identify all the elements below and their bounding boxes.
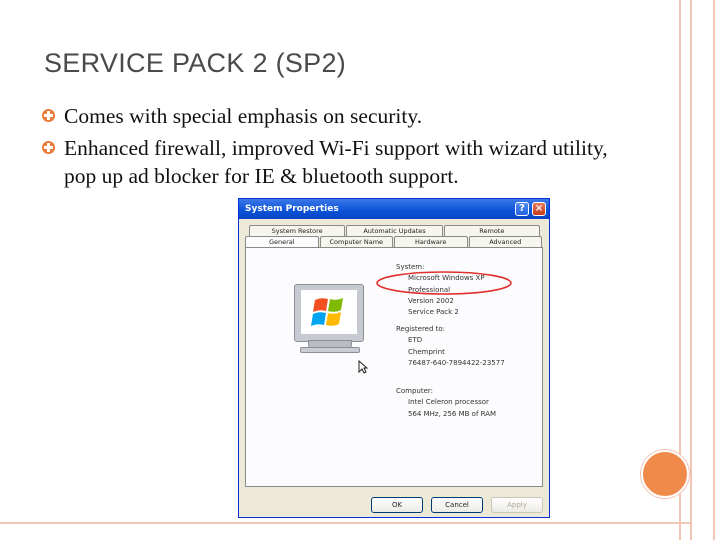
tab-system-restore[interactable]: System Restore: [249, 225, 346, 237]
service-pack: Service Pack 2: [408, 308, 459, 317]
tab-hardware[interactable]: Hardware: [394, 236, 468, 248]
memory: 564 MHz, 256 MB of RAM: [408, 409, 497, 418]
registered-section: Registered to: ETD Chemprint 76487-640-7…: [396, 324, 505, 369]
product-id: 76487-640-7894422-23577: [408, 358, 505, 367]
bullet-icon: [42, 109, 55, 122]
bullet-text: Enhanced firewall, improved Wi-Fi suppor…: [64, 136, 608, 188]
windows-logo-icon: [311, 298, 343, 326]
os-edition: Professional: [408, 285, 451, 294]
registered-org: Chemprint: [408, 347, 445, 356]
help-icon: ?: [519, 203, 525, 214]
registered-label: Registered to:: [396, 325, 446, 333]
ok-button[interactable]: OK: [371, 497, 423, 513]
general-tab-panel: System: Microsoft Windows XP Professiona…: [245, 247, 543, 487]
bullet-item: Comes with special emphasis on security.: [42, 102, 642, 130]
mouse-cursor-icon: [358, 359, 369, 377]
decorative-circle: [641, 450, 689, 498]
system-label: System:: [396, 263, 425, 271]
tab-row-upper: System Restore Automatic Updates Remote: [249, 225, 541, 237]
slide-frame-line: [713, 0, 715, 540]
dialog-titlebar[interactable]: System Properties ? ×: [239, 199, 549, 219]
monitor-icon: [294, 284, 364, 342]
highlight-ellipse-shape: [376, 271, 512, 295]
tab-general[interactable]: General: [245, 236, 319, 248]
slide-frame-line: [0, 522, 690, 524]
bullet-item: Enhanced firewall, improved Wi-Fi suppor…: [42, 134, 642, 190]
tab-remote[interactable]: Remote: [443, 225, 540, 237]
monitor-foot: [300, 347, 360, 353]
tab-automatic-updates[interactable]: Automatic Updates: [346, 225, 443, 237]
bullet-icon: [42, 141, 55, 154]
processor: Intel Celeron processor: [408, 398, 489, 407]
bullet-text: Comes with special emphasis on security.: [64, 104, 423, 128]
help-button[interactable]: ?: [515, 202, 529, 216]
computer-section: Computer: Intel Celeron processor 564 MH…: [396, 386, 496, 420]
tab-row-lower: General Computer Name Hardware Advanced: [245, 236, 543, 248]
dialog-title: System Properties: [245, 204, 339, 214]
apply-button[interactable]: Apply: [491, 497, 543, 513]
slide-frame-line: [690, 0, 692, 540]
slide-frame-line: [679, 0, 681, 540]
system-properties-dialog: System Properties ? × System Restore Aut…: [238, 198, 550, 518]
registered-user: ETD: [408, 336, 423, 345]
highlight-ellipse: [376, 271, 512, 295]
cancel-button[interactable]: Cancel: [431, 497, 483, 513]
bullet-list: Comes with special emphasis on security.…: [42, 102, 642, 194]
close-icon: ×: [534, 203, 544, 214]
computer-label: Computer:: [396, 387, 434, 395]
close-button[interactable]: ×: [532, 202, 546, 216]
tab-advanced[interactable]: Advanced: [468, 236, 542, 248]
os-version: Version 2002: [408, 296, 454, 305]
system-section: System: Microsoft Windows XP Professiona…: [396, 262, 485, 318]
slide-title: SERVICE PACK 2 (SP2): [44, 48, 347, 78]
os-name: Microsoft Windows XP: [408, 274, 485, 283]
tab-computer-name[interactable]: Computer Name: [319, 236, 393, 248]
